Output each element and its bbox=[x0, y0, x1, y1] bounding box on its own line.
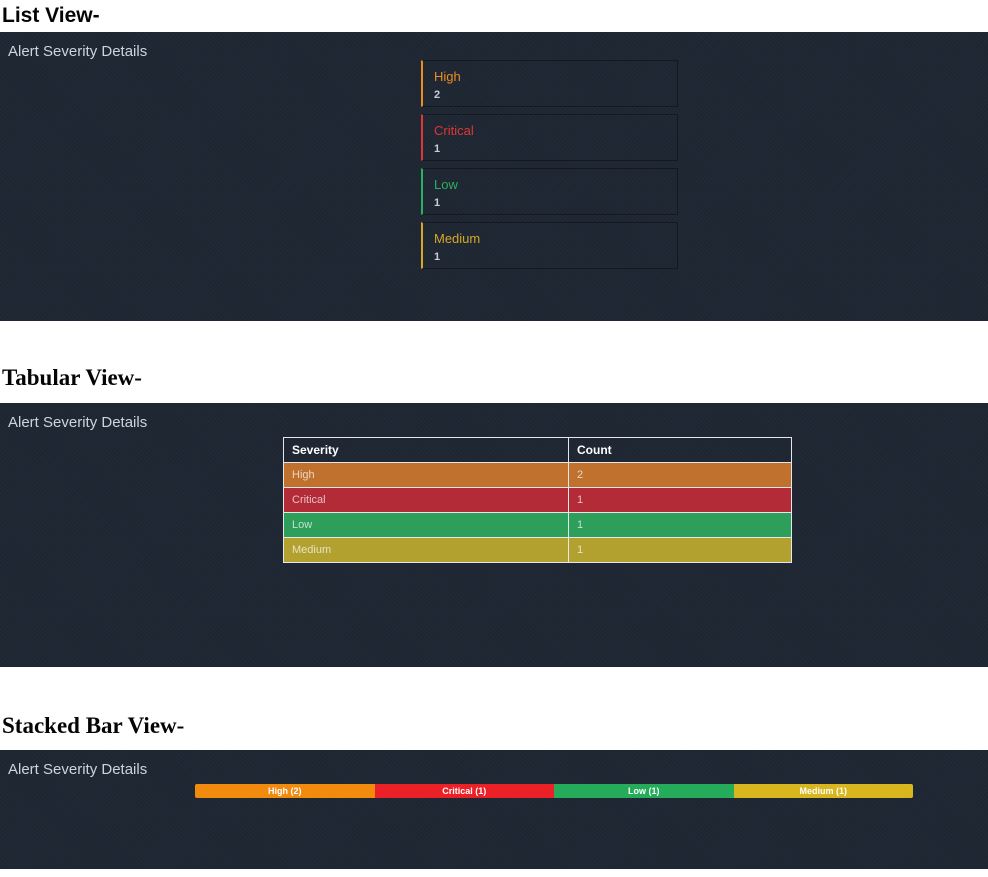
bar-segment-high[interactable]: High (2) bbox=[195, 784, 375, 798]
list-item-label: Low bbox=[434, 177, 458, 192]
severity-cell: High bbox=[283, 462, 569, 488]
severity-stacked-bar: High (2) Critical (1) Low (1) Medium (1) bbox=[195, 784, 913, 798]
count-cell: 1 bbox=[568, 487, 792, 513]
stacked-bar-view-heading: Stacked Bar View- bbox=[2, 713, 185, 738]
severity-cell: Critical bbox=[283, 487, 569, 513]
list-item-count: 2 bbox=[434, 89, 441, 101]
list-item-label: High bbox=[434, 69, 461, 84]
list-item-critical[interactable]: Critical 1 bbox=[421, 114, 678, 161]
list-view-section: List View- Alert Severity Details High 2… bbox=[0, 0, 988, 321]
list-item-label: Medium bbox=[434, 231, 481, 246]
severity-table: Severity Count High 2 Critical 1 Low 1 bbox=[283, 437, 792, 563]
table-row-high[interactable]: High 2 bbox=[283, 462, 792, 488]
list-view-panel: Alert Severity Details High 2 Critical 1… bbox=[0, 32, 988, 321]
stacked-bar-view-section: Stacked Bar View- Alert Severity Details… bbox=[0, 667, 988, 869]
table-row-critical[interactable]: Critical 1 bbox=[283, 487, 792, 513]
severity-list-chart: High 2 Critical 1 Low 1 Medium 1 bbox=[421, 60, 678, 269]
list-item-high[interactable]: High 2 bbox=[421, 60, 678, 107]
list-item-count: 1 bbox=[434, 197, 441, 209]
list-item-medium[interactable]: Medium 1 bbox=[421, 222, 678, 269]
list-item-label: Critical bbox=[434, 123, 474, 138]
table-row-medium[interactable]: Medium 1 bbox=[283, 537, 792, 563]
list-item-low[interactable]: Low 1 bbox=[421, 168, 678, 215]
tabular-view-heading: Tabular View- bbox=[2, 365, 142, 390]
count-cell: 1 bbox=[568, 512, 792, 538]
severity-cell: Medium bbox=[283, 537, 569, 563]
bar-segment-critical[interactable]: Critical (1) bbox=[374, 784, 554, 798]
count-cell: 2 bbox=[568, 462, 792, 488]
column-header-count: Count bbox=[568, 437, 792, 463]
bar-segment-low[interactable]: Low (1) bbox=[554, 784, 734, 798]
list-item-count: 1 bbox=[434, 251, 441, 263]
table-header-row: Severity Count bbox=[283, 437, 792, 463]
list-item-count: 1 bbox=[434, 143, 441, 155]
severity-cell: Low bbox=[283, 512, 569, 538]
column-header-severity: Severity bbox=[283, 437, 569, 463]
tabular-view-section: Tabular View- Alert Severity Details Sev… bbox=[0, 321, 988, 667]
stacked-bar-view-panel: Alert Severity Details High (2) Critical… bbox=[0, 750, 988, 869]
panel-title: Alert Severity Details bbox=[8, 414, 148, 431]
tabular-view-panel: Alert Severity Details Severity Count Hi… bbox=[0, 403, 988, 667]
bar-segment-medium[interactable]: Medium (1) bbox=[733, 784, 913, 798]
panel-title: Alert Severity Details bbox=[8, 43, 148, 60]
panel-title: Alert Severity Details bbox=[8, 761, 148, 778]
table-row-low[interactable]: Low 1 bbox=[283, 512, 792, 538]
count-cell: 1 bbox=[568, 537, 792, 563]
list-view-heading: List View- bbox=[2, 4, 100, 27]
